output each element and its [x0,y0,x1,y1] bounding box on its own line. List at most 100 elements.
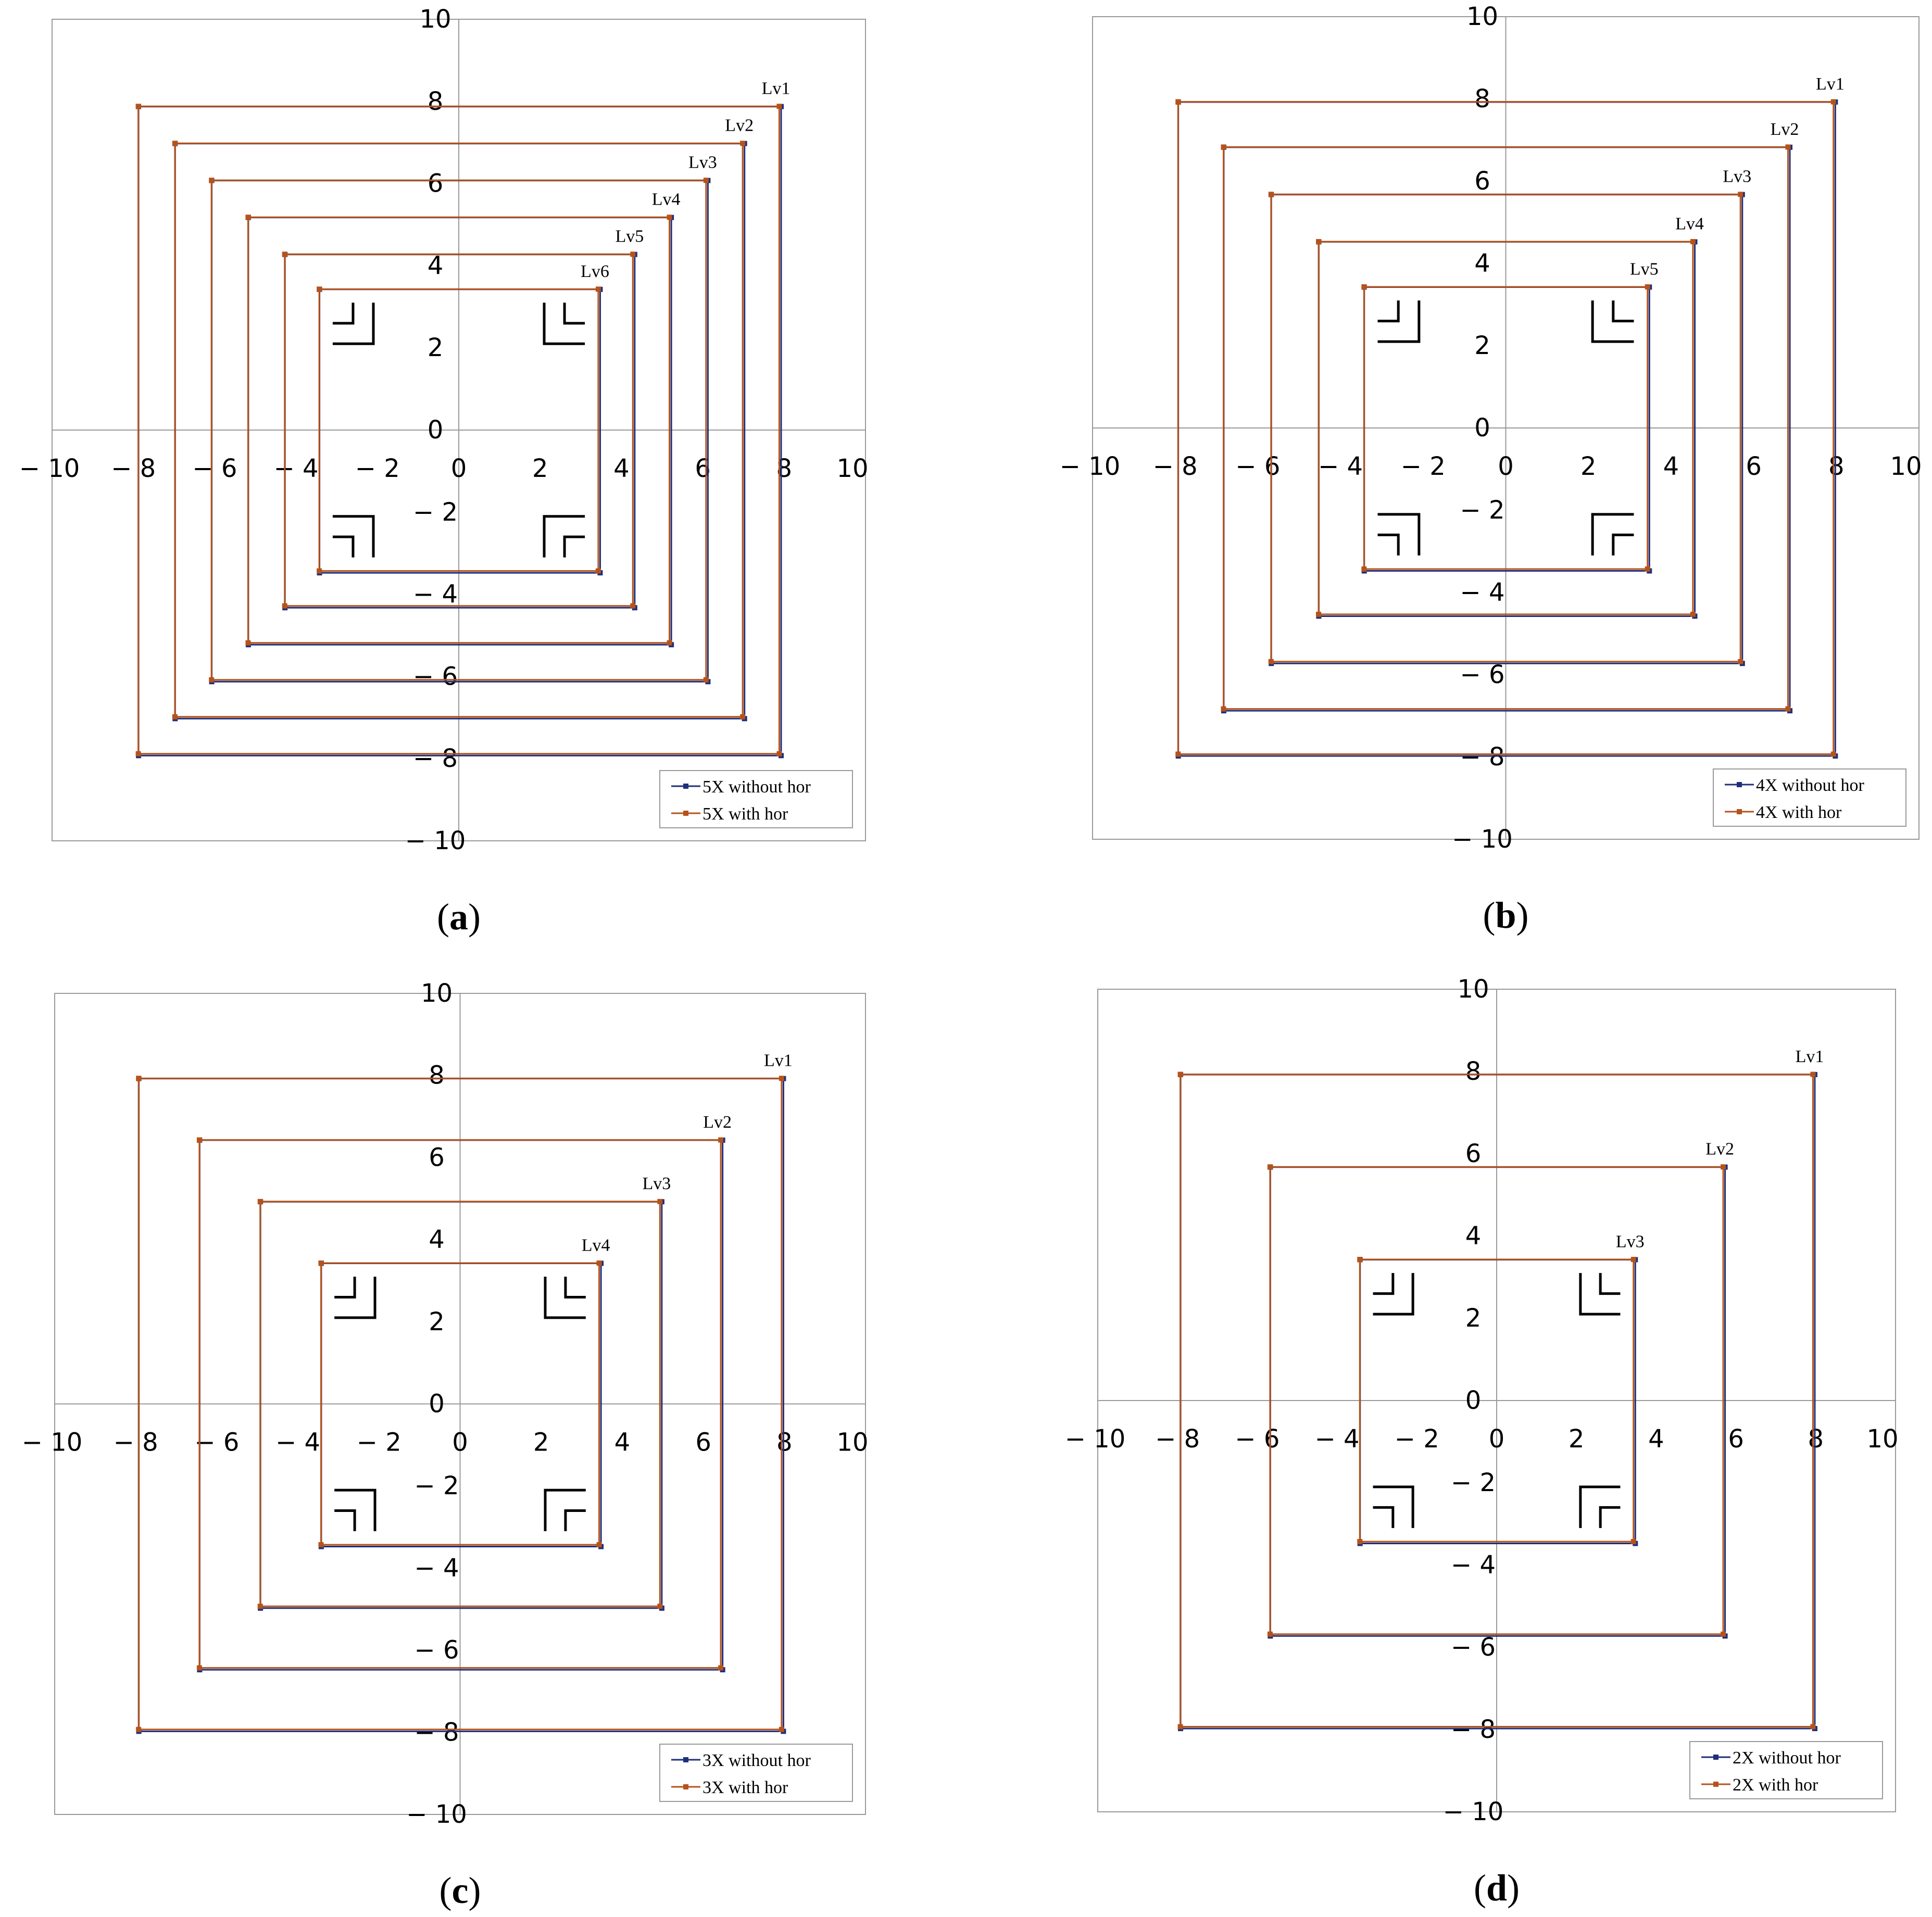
x-tick-label: − 10 [1065,1424,1126,1454]
series-with-hor-level-point [1830,751,1836,757]
corner-bracket-large [334,1489,377,1531]
y-tick-label: 0 [428,415,444,445]
corner-bracket-large [1591,513,1634,556]
series-with-hor-level-point [245,640,251,646]
y-tick-label: − 6 [414,1636,459,1665]
series-with-hor-level-point [1721,1631,1726,1637]
x-tick-label: − 8 [114,1428,158,1457]
corner-bracket-small [332,535,355,558]
legend-label: 2X with hor [1733,1775,1818,1795]
corner-bracket-large [332,302,375,345]
y-tick-label: − 4 [413,580,458,609]
legend-swatch-marker [1713,1755,1718,1760]
series-with-hor-level-point [718,1137,724,1143]
x-tick-label: 2 [532,454,548,483]
series-with-hor-level-point [282,603,287,609]
series-with-hor-level-point [1316,611,1322,617]
legend-swatch-marker [1713,1782,1718,1787]
y-tick-label: − 10 [405,826,466,855]
y-tick-label: 4 [1474,249,1490,278]
x-tick-label: − 10 [22,1428,83,1457]
x-tick-label: − 4 [1318,452,1363,481]
series-with-hor-level-point [172,714,178,720]
series-with-hor-level-point [1357,1538,1363,1544]
x-tick-label: − 8 [1153,452,1198,481]
y-tick-label: 2 [1474,331,1490,360]
series-with-hor-level-point [1830,99,1836,105]
corner-bracket-small [564,1509,586,1531]
corner-bracket-large [1591,300,1634,343]
series-without-hor-level [138,1078,784,1732]
corner-bracket-large [1377,300,1421,343]
level-label: Lv3 [1616,1232,1645,1251]
series-without-hor-level [198,1139,724,1671]
series-with-hor-level-point [209,677,215,683]
y-tick-label: 10 [1466,2,1498,31]
y-tick-label: 6 [429,1143,445,1172]
level-label: Lv1 [762,79,791,98]
series-without-hor-level [1269,1166,1726,1637]
series-with-hor-level-point [1738,659,1743,664]
legend-swatch-marker [683,811,688,816]
series-with-hor-level-point [779,1726,784,1732]
series-with-hor-level-point [282,251,287,257]
series-with-hor-level-point [718,1665,724,1671]
legend-label: 4X with hor [1756,803,1842,822]
series-with-hor-level-point [776,751,782,756]
y-tick-label: − 10 [406,1800,467,1829]
y-tick-label: 8 [429,1061,445,1090]
corner-bracket-small [1377,533,1400,556]
level-label: Lv2 [1705,1140,1734,1159]
series-with-hor-level-point [1690,239,1696,245]
series-with-hor-level-point [1357,1257,1363,1263]
series-with-hor-level-point [1690,611,1696,617]
y-tick-label: 10 [1457,975,1489,1004]
series-with-hor-level-point [1785,144,1791,150]
level-label: Lv1 [1816,74,1845,94]
series-with-hor-level-point [1268,659,1274,664]
corner-bracket-large [544,1489,586,1531]
x-tick-label: − 4 [274,454,319,483]
series-with-hor-level-point [667,215,672,220]
series-without-hor-level [1223,146,1791,712]
x-tick-label: 2 [1580,452,1597,481]
series-with-hor-level-point [1810,1071,1816,1077]
corner-bracket-large [1579,1273,1621,1316]
y-tick-label: − 4 [414,1554,459,1583]
series-with-hor-level-point [630,603,636,609]
panel-caption: (c) [440,1870,481,1911]
series-with-hor-level-point [1361,284,1367,290]
x-tick-label: 0 [1498,452,1514,481]
corner-bracket-large [544,1277,586,1319]
x-tick-label: 10 [1890,452,1922,481]
y-tick-label: − 4 [1451,1550,1496,1580]
corner-bracket-large [543,302,585,345]
y-tick-label: 8 [1474,84,1490,113]
legend-swatch-marker [1737,809,1742,814]
level-label: Lv5 [1630,259,1659,279]
x-tick-label: 6 [1728,1424,1744,1454]
series-with-hor-level-point [703,178,709,183]
series-with-hor-level-point [1221,706,1226,712]
series-with-hor-level-point [1267,1164,1273,1170]
x-tick-label: 0 [1489,1424,1505,1454]
level-label: Lv1 [764,1051,793,1070]
x-tick-label: 8 [1808,1424,1824,1454]
corner-bracket-small [1377,300,1400,323]
series-with-hor-level-point [1645,284,1650,290]
series-with-hor-level-point [1630,1538,1636,1544]
series-with-hor-level-point [196,1137,202,1143]
y-tick-label: 2 [1465,1304,1482,1333]
corner-bracket-small [334,1277,356,1298]
series-with-hor-level-point [257,1199,263,1204]
x-tick-label: 2 [1569,1424,1585,1454]
x-tick-label: − 4 [275,1428,320,1457]
legend-label: 3X without hor [702,1751,811,1770]
corner-bracket-large [1373,1485,1414,1528]
series-without-hor-level [1318,241,1696,617]
corner-bracket-small [1373,1506,1395,1528]
level-label: Lv2 [703,1113,732,1132]
y-tick-label: 4 [429,1225,445,1254]
